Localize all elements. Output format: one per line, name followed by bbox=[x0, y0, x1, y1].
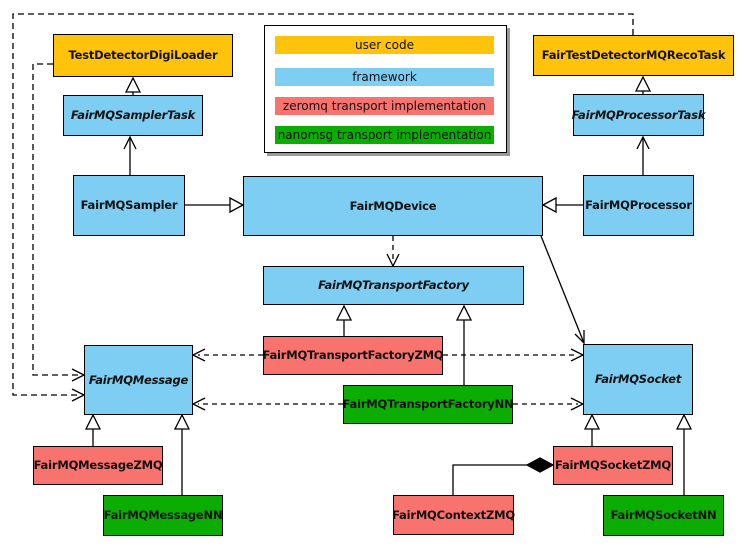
class-box-testdetectordigiloader: TestDetectorDigiLoader bbox=[53, 34, 233, 77]
edge-messagezmq-message bbox=[84, 413, 102, 446]
legend: user code framework zeromq transport imp… bbox=[264, 25, 507, 153]
class-box-fairmqtransportfactory: FairMQTransportFactory bbox=[263, 266, 524, 305]
edge-processortask-recotask bbox=[634, 75, 652, 94]
class-box-fairtestdetectormqrecotask: FairTestDetectorMQRecoTask bbox=[533, 35, 734, 76]
edge-processor-device bbox=[541, 196, 583, 214]
class-box-fairmqsamplertask: FairMQSamplerTask bbox=[63, 95, 203, 136]
class-box-fairmqtransportfactoryzmq: FairMQTransportFactoryZMQ bbox=[263, 336, 444, 375]
edge-device-transportfactory bbox=[386, 236, 400, 268]
class-box-fairmqprocessortask: FairMQProcessorTask bbox=[572, 94, 705, 136]
edge-device-socket bbox=[540, 235, 585, 345]
class-box-fairmqdevice: FairMQDevice bbox=[243, 176, 543, 236]
class-box-fairmqsampler: FairMQSampler bbox=[73, 175, 185, 236]
class-box-fairmqsocket: FairMQSocket bbox=[583, 344, 693, 415]
edge-socketnn-socket bbox=[675, 413, 693, 495]
edge-sampler-device bbox=[185, 196, 245, 214]
edge-tfnn-socket bbox=[513, 397, 585, 411]
edge-contextzmq-socketzmq bbox=[452, 457, 555, 495]
legend-item-nanomsg: nanomsg transport implementation bbox=[275, 126, 494, 144]
edge-messagenn-message bbox=[173, 413, 191, 495]
edge-sampler-samplertask bbox=[123, 135, 137, 175]
edge-processor-processortask bbox=[636, 135, 650, 175]
class-box-fairmqmessagenn: FairMQMessageNN bbox=[103, 495, 223, 536]
edge-tfnn-message bbox=[191, 397, 343, 411]
class-box-fairmqmessagezmq: FairMQMessageZMQ bbox=[33, 446, 163, 485]
legend-item-user-code: user code bbox=[275, 36, 494, 54]
edge-tfnn-transportfactory bbox=[455, 304, 473, 385]
class-box-fairmqsocketzmq: FairMQSocketZMQ bbox=[553, 446, 673, 485]
class-box-fairmqprocessor: FairMQProcessor bbox=[583, 175, 694, 236]
edge-samplertask-digiloader bbox=[124, 76, 142, 95]
class-box-fairmqsocketnn: FairMQSocketNN bbox=[603, 495, 724, 536]
class-box-fairmqtransportfactorynn: FairMQTransportFactoryNN bbox=[343, 385, 514, 424]
legend-item-framework: framework bbox=[275, 68, 494, 86]
edge-socketzmq-socket bbox=[583, 413, 601, 446]
edge-tfzmq-transportfactory bbox=[335, 304, 353, 336]
class-box-fairmqcontextzmq: FairMQContextZMQ bbox=[392, 495, 515, 535]
edge-tfzmq-message bbox=[191, 348, 263, 362]
legend-item-zeromq: zeromq transport implementation bbox=[275, 97, 494, 115]
class-box-fairmqmessage: FairMQMessage bbox=[84, 345, 193, 415]
